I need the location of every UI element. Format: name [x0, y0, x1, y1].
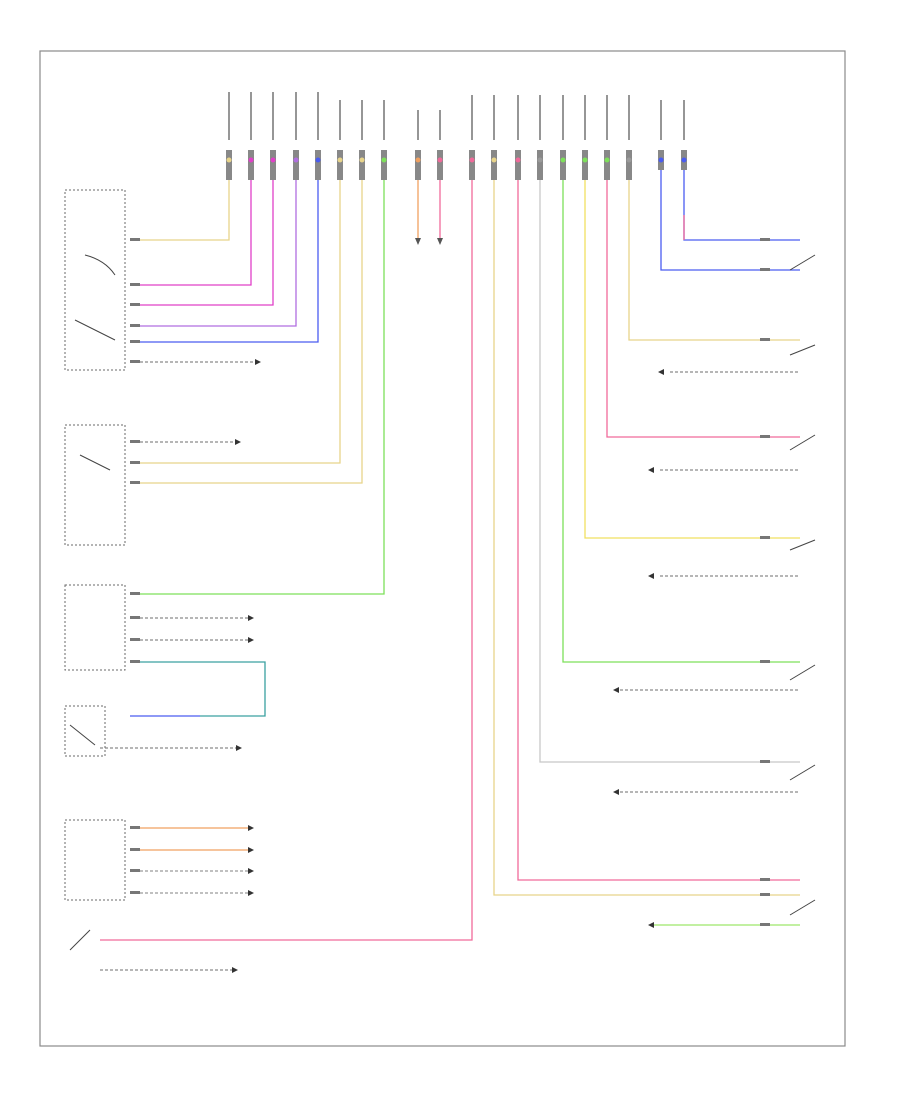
headlamp-switch-box [64, 189, 126, 371]
diagram-frame [39, 50, 846, 1047]
wire-pink-4 [606, 180, 800, 438]
wire-yellow-3 [130, 180, 363, 484]
pin-marks [130, 238, 770, 926]
wire-yellow-6 [628, 180, 800, 341]
terminal-caps [226, 157, 687, 163]
ground-markers [232, 359, 664, 973]
switch-symbols [69, 254, 816, 951]
wire-yellow-5 [584, 180, 800, 539]
multifunction-switch-box [64, 424, 126, 546]
wire-green-1 [130, 180, 385, 595]
wire-magenta-1 [130, 180, 252, 286]
wire-blue-1 [130, 180, 319, 343]
wire-violet-1 [130, 180, 297, 327]
wire-blue-2 [660, 160, 800, 271]
center-connector-terminals [415, 238, 443, 245]
component-boxes [64, 189, 126, 901]
wire-blue-3 [683, 160, 800, 241]
top-connector-terminals [226, 150, 687, 180]
wire-green-2 [562, 180, 800, 663]
wire-yellow-1 [130, 180, 230, 241]
wire-teal-1 [130, 661, 266, 717]
passenger-belt-box [64, 705, 106, 757]
restraints-module-box [64, 584, 126, 671]
wire-pink-3 [517, 180, 800, 881]
wire-yellow-4 [493, 180, 800, 896]
occupant-class-box [64, 819, 126, 901]
wire-pink-2 [100, 180, 473, 941]
wire-gray-1 [539, 180, 800, 763]
wire-yellow-2 [130, 180, 341, 464]
wires [100, 160, 800, 971]
top-connector-pins [228, 92, 685, 140]
wire-magenta-2 [130, 180, 274, 306]
